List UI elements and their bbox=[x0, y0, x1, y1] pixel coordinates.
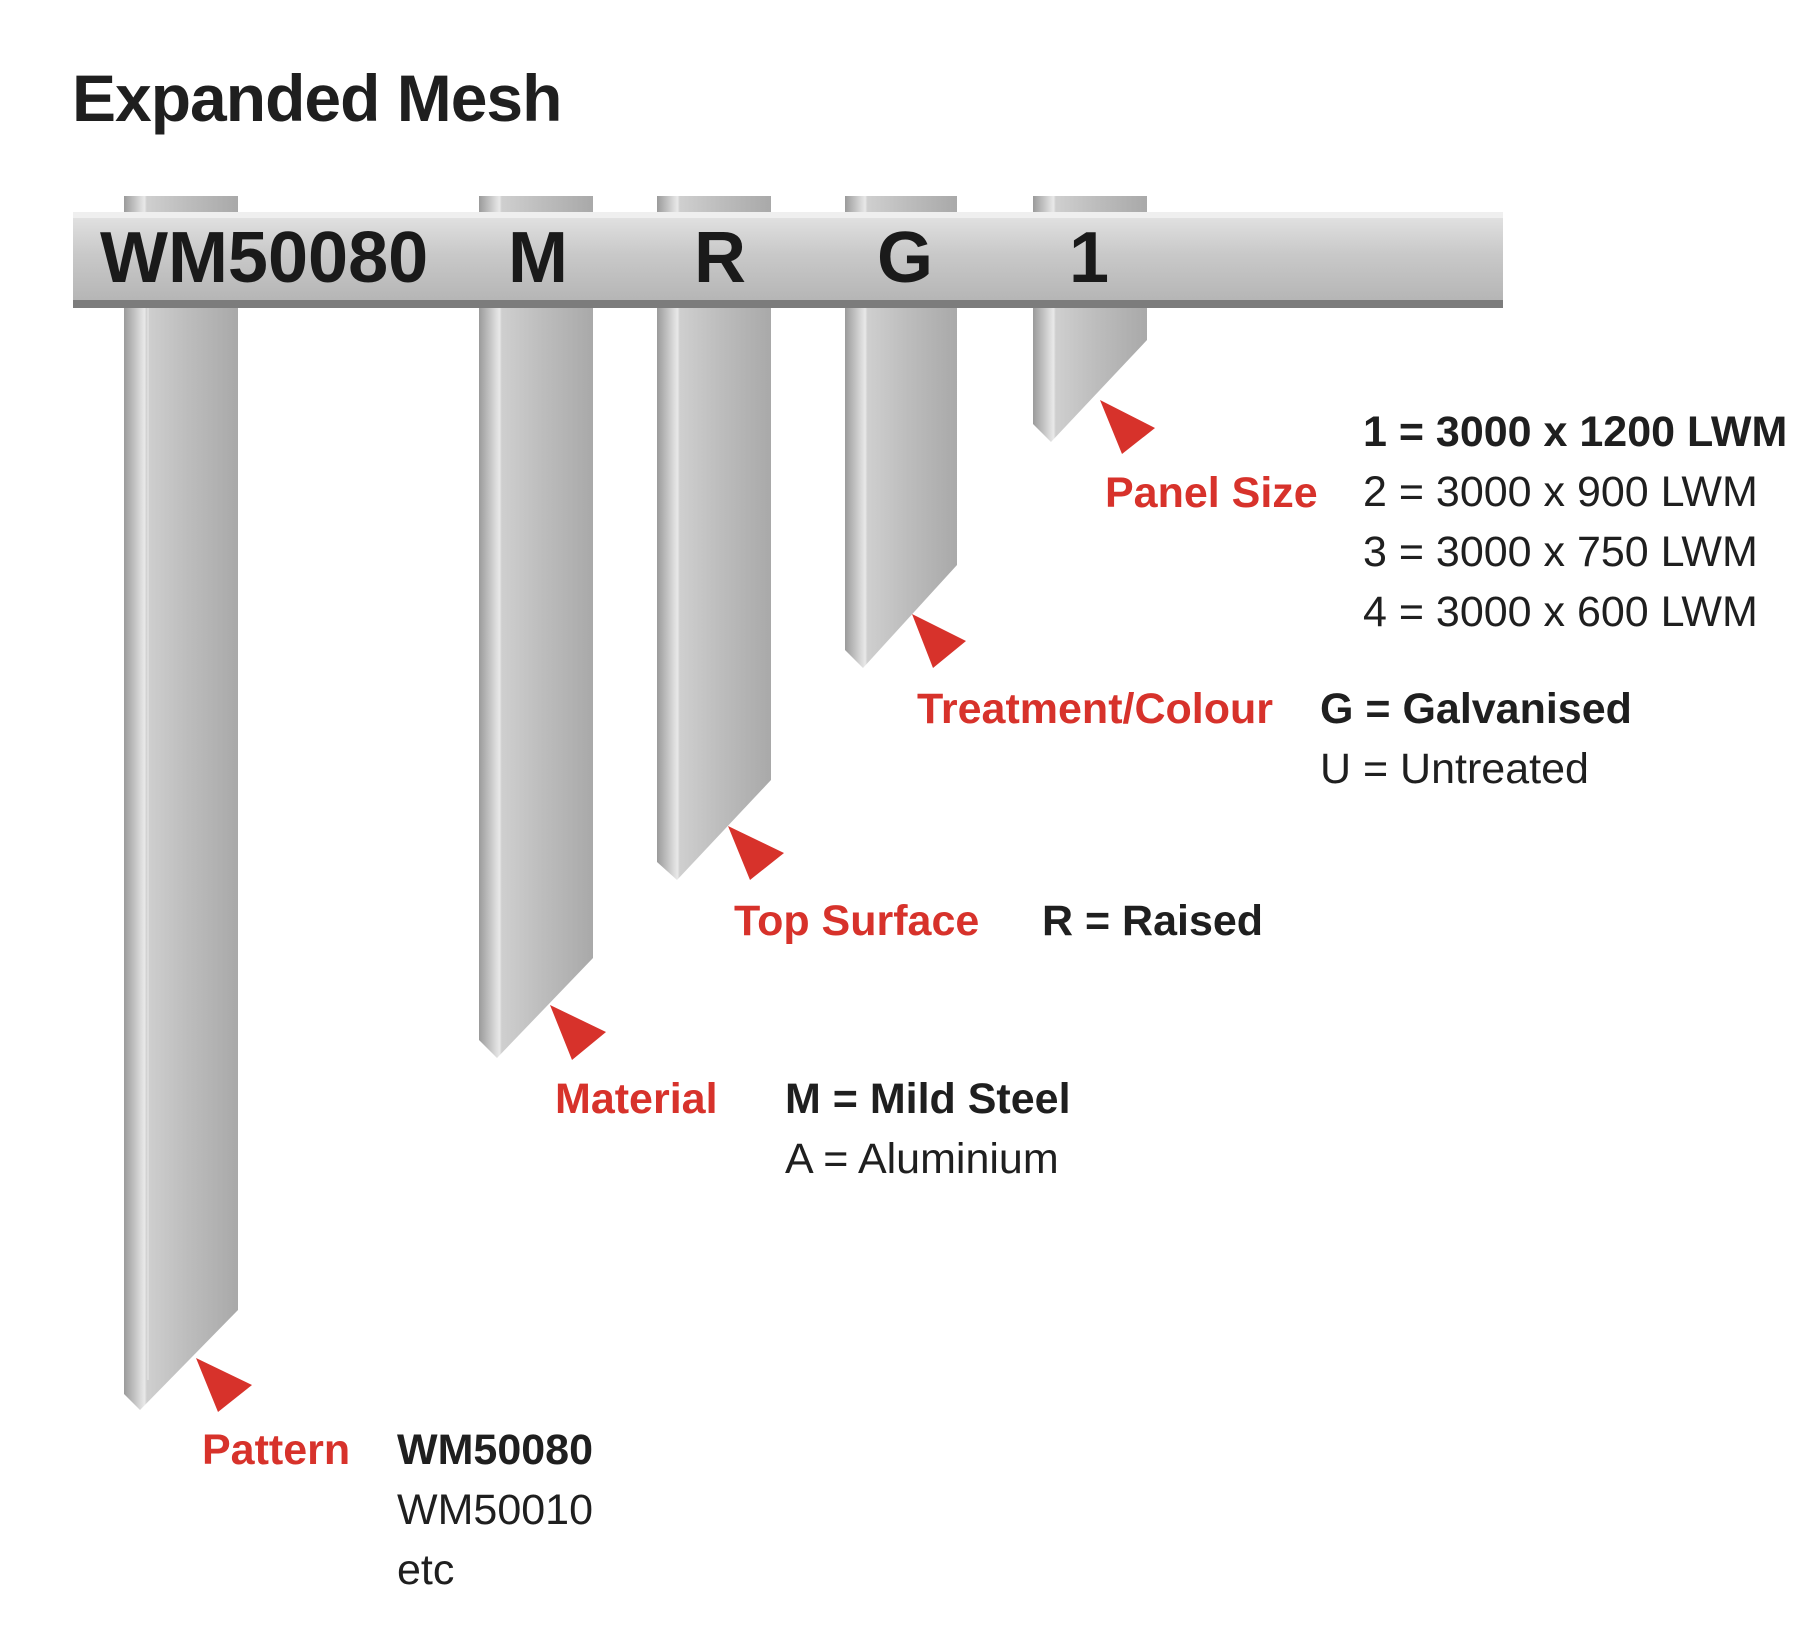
label-pattern: Pattern bbox=[202, 1426, 350, 1474]
code-top-surface: R bbox=[694, 218, 746, 298]
pointer-arrow-treatment bbox=[912, 614, 966, 668]
page-title: Expanded Mesh bbox=[72, 61, 561, 135]
option-material-m: M = Mild Steel bbox=[785, 1075, 1071, 1123]
post-material bbox=[479, 196, 593, 1058]
code-bar bbox=[73, 212, 1503, 308]
option-panel-size-4: 4 = 3000 x 600 LWM bbox=[1363, 588, 1758, 636]
label-treatment: Treatment/Colour bbox=[917, 685, 1273, 733]
code-panel-size: 1 bbox=[1069, 218, 1109, 298]
option-pattern-3: etc bbox=[397, 1546, 454, 1594]
label-top-surface: Top Surface bbox=[734, 897, 979, 945]
code-material: M bbox=[508, 218, 568, 298]
code-pattern: WM50080 bbox=[100, 218, 428, 298]
option-pattern-2: WM50010 bbox=[397, 1486, 593, 1534]
option-treatment-u: U = Untreated bbox=[1320, 745, 1589, 793]
option-panel-size-1: 1 = 3000 x 1200 LWM bbox=[1363, 408, 1787, 456]
label-panel-size: Panel Size bbox=[1105, 469, 1318, 517]
option-panel-size-2: 2 = 3000 x 900 LWM bbox=[1363, 468, 1758, 516]
pointer-arrow-panel-size bbox=[1100, 400, 1155, 454]
post-top-surface bbox=[657, 196, 771, 880]
pointer-arrow-material bbox=[550, 1005, 606, 1060]
pointer-arrow-top-surface bbox=[728, 826, 784, 880]
code-treatment: G bbox=[877, 218, 933, 298]
post-pattern bbox=[124, 196, 238, 1410]
option-material-a: A = Aluminium bbox=[785, 1135, 1059, 1183]
post-treatment bbox=[845, 196, 957, 668]
option-top-surface-r: R = Raised bbox=[1042, 897, 1263, 945]
pointer-arrow-pattern bbox=[196, 1358, 252, 1412]
label-material: Material bbox=[555, 1075, 718, 1123]
option-panel-size-3: 3 = 3000 x 750 LWM bbox=[1363, 528, 1758, 576]
option-treatment-g: G = Galvanised bbox=[1320, 685, 1632, 733]
option-pattern-1: WM50080 bbox=[397, 1426, 593, 1474]
